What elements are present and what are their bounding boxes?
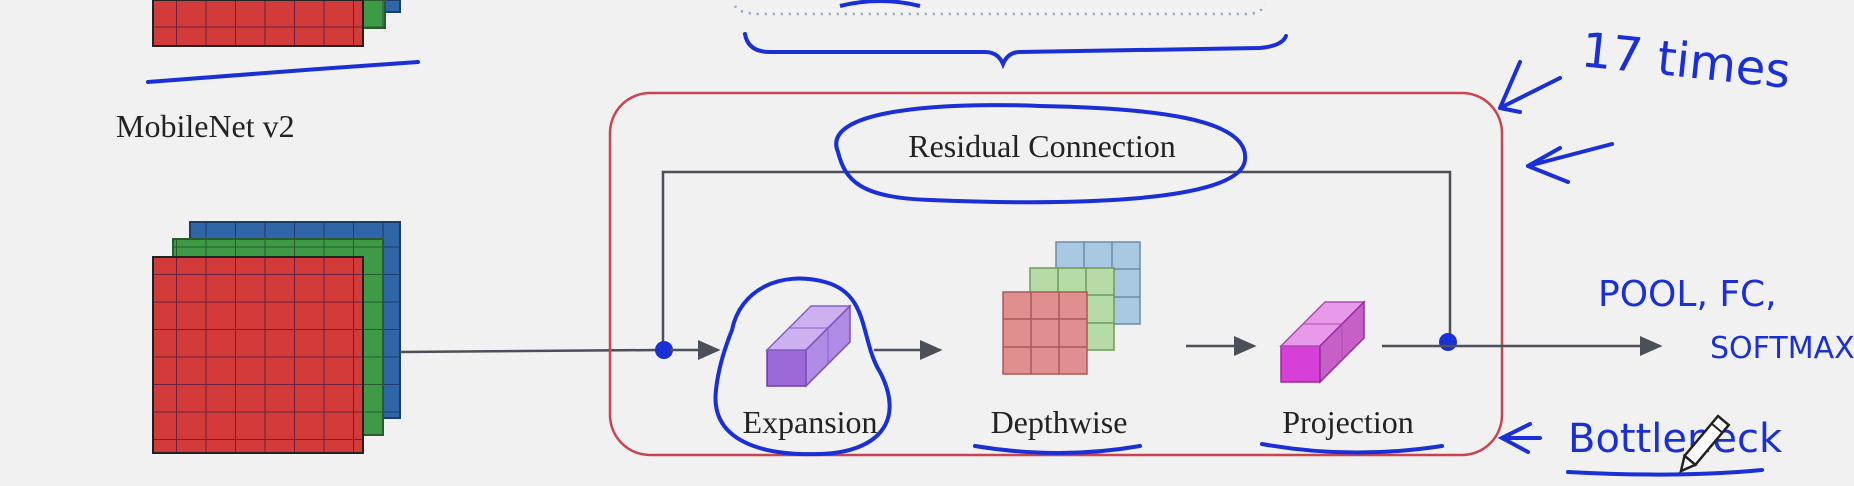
bottleneck-annotation: Bottleneck bbox=[1568, 416, 1783, 462]
top-ink-arc bbox=[839, 0, 921, 8]
residual-path bbox=[661, 170, 1452, 348]
repeat-arrow-2 bbox=[1526, 142, 1614, 184]
pen-cursor-icon bbox=[1679, 414, 1731, 474]
input-junction-dot bbox=[655, 341, 673, 359]
projection-underline bbox=[1260, 442, 1444, 455]
expansion-ink-loop bbox=[713, 276, 892, 457]
residual-ink-circle bbox=[834, 103, 1248, 205]
depthwise-label: Depthwise bbox=[991, 404, 1128, 440]
residual-label: Residual Connection bbox=[908, 128, 1176, 164]
repeat-arrow-1 bbox=[1498, 60, 1562, 114]
projection-label: Projection bbox=[1282, 404, 1414, 440]
bottleneck-underline bbox=[1566, 468, 1764, 477]
model-title: MobileNet v2 bbox=[116, 108, 295, 144]
head-annotation-line2: SOFTMAX bbox=[1710, 331, 1854, 366]
input-line bbox=[399, 348, 661, 354]
top-stack-underline bbox=[146, 60, 420, 84]
repeat-annotation: 17 times bbox=[1579, 22, 1794, 100]
expansion-cube-icon bbox=[765, 304, 852, 388]
dotted-box-fragment bbox=[733, 3, 1267, 16]
depthwise-underline bbox=[973, 444, 1142, 455]
output-junction-dot bbox=[1439, 333, 1457, 351]
brace-ink bbox=[743, 32, 1288, 70]
projection-cube-icon bbox=[1279, 300, 1366, 384]
expansion-label: Expansion bbox=[742, 404, 877, 440]
head-annotation-line1: POOL, FC, bbox=[1598, 274, 1777, 315]
depthwise-grid-icon bbox=[1002, 241, 1141, 375]
input-feature-stack bbox=[152, 221, 401, 454]
bottleneck-arrow bbox=[1497, 422, 1542, 454]
bottleneck-block-border bbox=[608, 91, 1504, 457]
top-input-stack bbox=[152, 0, 401, 47]
